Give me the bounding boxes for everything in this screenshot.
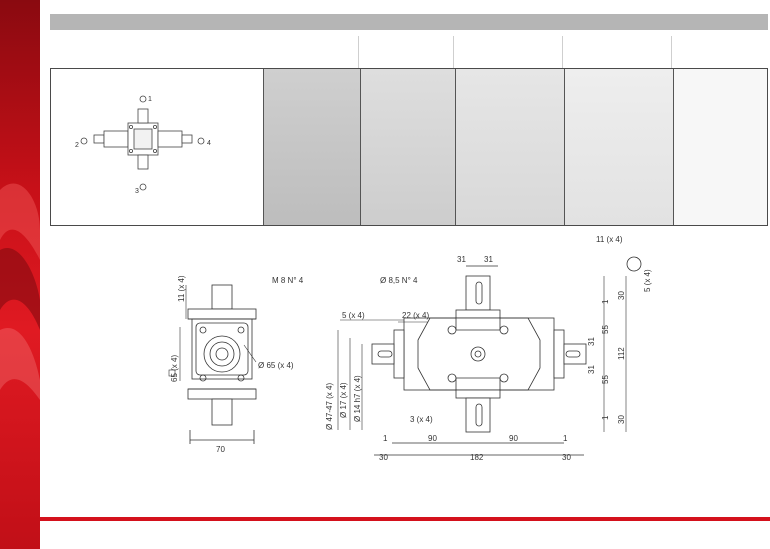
dim-22x4: 22 (x 4) (402, 311, 429, 320)
dim-key-11: 11 (x 4) (596, 235, 623, 244)
specification-table: 1 2 4 3 (50, 68, 768, 226)
dim-phi14: Ø 14 h7 (x 4) (353, 375, 362, 422)
header-divider (453, 36, 454, 68)
table-column-4 (564, 69, 673, 225)
dim-v-55-top: 55 (601, 325, 610, 334)
dim-width: 70 (216, 445, 225, 454)
dim-90-right: 90 (509, 434, 518, 443)
dim-31-a: 31 (457, 255, 466, 264)
table-column-2 (360, 69, 455, 225)
dim-3x4: 3 (x 4) (410, 415, 433, 424)
footer-rule (40, 517, 770, 521)
dim-30-right: 30 (562, 453, 571, 462)
header-divider (671, 36, 672, 68)
dim-31-b: 31 (484, 255, 493, 264)
dim-30-left: 30 (379, 453, 388, 462)
section-header-bar (50, 14, 768, 30)
dim-1-right: 1 (563, 434, 568, 443)
side-brand-band (0, 0, 40, 549)
thumb-label-left: 2 (75, 142, 79, 149)
dim-square: 65 (x 4) (170, 355, 179, 382)
thumb-label-top: 1 (148, 96, 152, 103)
table-header-row (50, 30, 768, 68)
dim-1-left: 1 (383, 434, 388, 443)
dim-v-1-top: 1 (601, 299, 610, 304)
thumb-label-bottom: 3 (135, 188, 139, 195)
dim-v-31-top: 31 (587, 337, 596, 346)
dim-phi47: Ø 47-47 (x 4) (325, 383, 334, 430)
table-column-5 (673, 69, 767, 225)
dim-pcd: Ø 65 (x 4) (258, 361, 294, 370)
header-divider (358, 36, 359, 68)
dim-key-5: 5 (x 4) (643, 269, 652, 292)
header-divider (562, 36, 563, 68)
gearbox-thumbnail: 1 2 4 3 (75, 95, 211, 195)
hole-label: Ø 8,5 N° 4 (380, 276, 418, 285)
front-view (337, 256, 642, 456)
dim-v-31-bot: 31 (587, 365, 596, 374)
dim-5x4: 5 (x 4) (342, 311, 365, 320)
dim-v-55-bot: 55 (601, 375, 610, 384)
dim-v-30-top: 30 (617, 291, 626, 300)
dim-182: 182 (470, 453, 484, 462)
dim-phi17: Ø 17 (x 4) (339, 382, 348, 418)
dim-v-112: 112 (617, 347, 626, 360)
dim-v-1-bot: 1 (601, 415, 610, 420)
table-column-1 (263, 69, 360, 225)
dim-top-bolt: 11 (x 4) (177, 275, 186, 302)
dim-90-left: 90 (428, 434, 437, 443)
thread-label: M 8 N° 4 (272, 276, 304, 285)
table-column-3 (455, 69, 564, 225)
thumb-label-right: 4 (207, 140, 211, 147)
side-view (179, 284, 257, 444)
brand-swoosh-graphic (0, 0, 40, 549)
dim-v-30-bot: 30 (617, 415, 626, 424)
square-symbol-icon (168, 369, 176, 377)
